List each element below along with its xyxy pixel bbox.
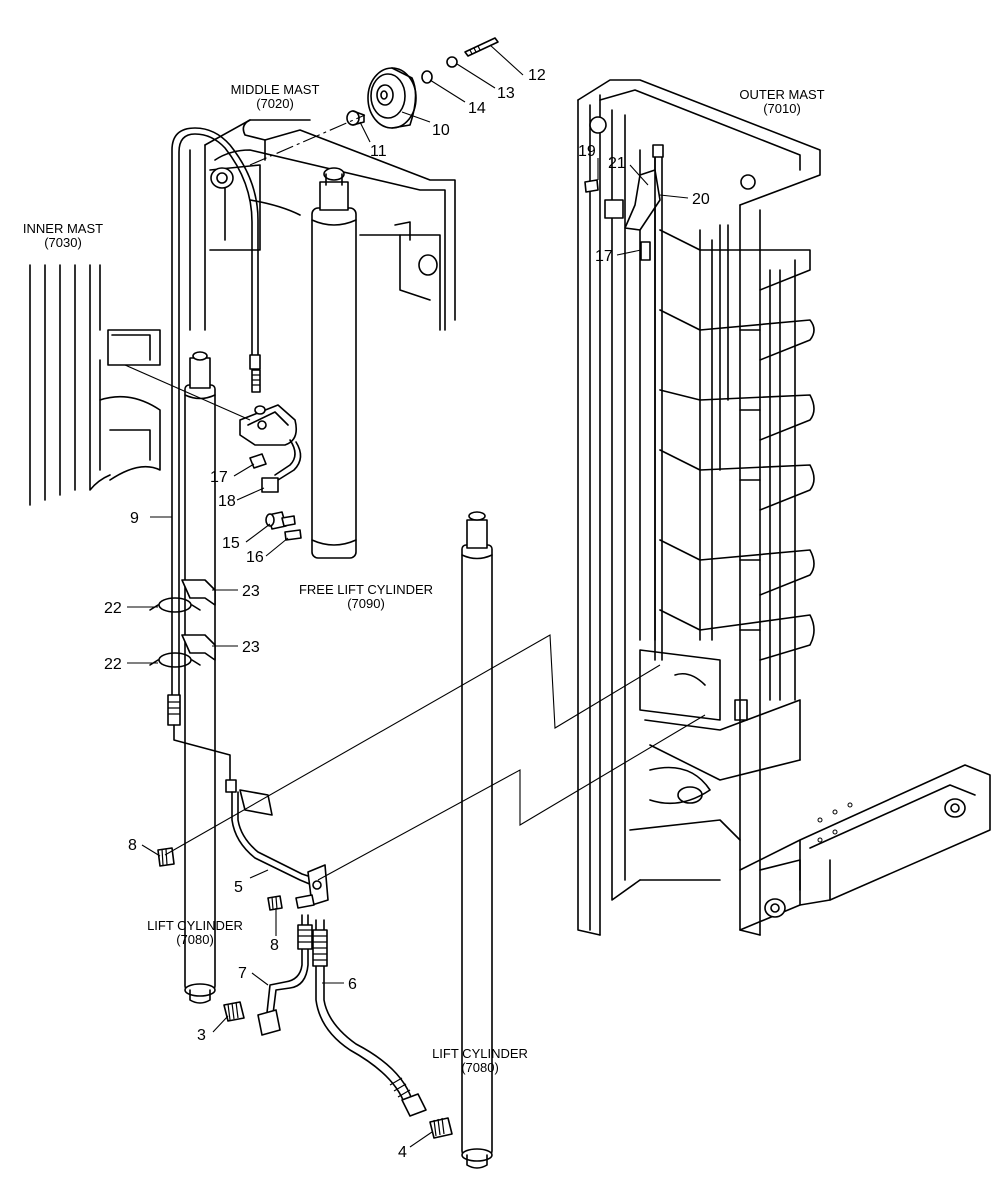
- pulley-nut: [446, 56, 458, 68]
- callout-18: 18: [218, 493, 236, 510]
- callout-17-left: 17: [210, 469, 228, 486]
- elbow-fitting-18: [261, 477, 279, 493]
- free-lift-cylinder: [311, 167, 357, 559]
- free-lift-cylinder-label: FREE LIFT CYLINDER: [299, 582, 433, 597]
- lower-hoses: [157, 789, 453, 1139]
- middle-mast: [189, 119, 456, 331]
- hose-9: [167, 127, 261, 793]
- callout-8-middle: 8: [270, 937, 279, 954]
- pulley-washer: [421, 70, 433, 84]
- callout-12: 12: [528, 67, 546, 84]
- middle-mast-code: (7020): [256, 96, 294, 111]
- callout-5: 5: [234, 879, 243, 896]
- outer-mast-label: OUTER MAST: [739, 87, 824, 102]
- callout-8-left: 8: [128, 837, 137, 854]
- lift-cylinder-right-code: (7080): [461, 1060, 499, 1075]
- callout-22-upper: 22: [104, 600, 122, 617]
- callout-20: 20: [692, 191, 710, 208]
- pulley-bolt: [464, 37, 499, 57]
- lift-cylinder-right: [461, 511, 493, 1169]
- callout-leaders: [127, 44, 689, 1148]
- fittings-15-16: [265, 511, 302, 541]
- outer-mast-code: (7010): [763, 101, 801, 116]
- callout-3: 3: [197, 1027, 206, 1044]
- callout-13: 13: [497, 85, 515, 102]
- lift-cylinder-left: [184, 351, 216, 1004]
- outer-mast-hose-bracket: [584, 144, 664, 661]
- outer-mast-cross-members: [659, 229, 815, 701]
- hose-bracket-upper: [239, 404, 302, 493]
- callout-15: 15: [222, 535, 240, 552]
- callout-17-right: 17: [595, 248, 613, 265]
- callout-19: 19: [578, 143, 596, 160]
- callout-7: 7: [238, 965, 247, 982]
- callout-11: 11: [370, 143, 387, 160]
- callout-21: 21: [608, 155, 626, 172]
- bolt-17-left: [249, 453, 267, 469]
- middle-mast-label: MIDDLE MAST: [231, 82, 320, 97]
- callout-6: 6: [348, 976, 357, 993]
- callout-9: 9: [130, 510, 139, 527]
- assembly-captions: MIDDLE MAST (7020) OUTER MAST (7010) INN…: [23, 82, 825, 1075]
- outer-mast: [577, 79, 991, 936]
- callout-22-lower: 22: [104, 656, 122, 673]
- lift-cylinder-left-label: LIFT CYLINDER: [147, 918, 243, 933]
- free-lift-cylinder-code: (7090): [347, 596, 385, 611]
- callout-numbers: 12 13 14 10 11 19 21 20 17 17 18 9 15 16…: [104, 67, 710, 1161]
- lift-cylinder-left-code: (7080): [176, 932, 214, 947]
- hose-clamps: [149, 579, 216, 668]
- callout-23-lower: 23: [242, 639, 260, 656]
- lift-cylinder-right-label: LIFT CYLINDER: [432, 1046, 528, 1061]
- callout-16: 16: [246, 549, 264, 566]
- inner-mast: [29, 264, 161, 506]
- assembly-connection-lines: [124, 364, 706, 881]
- inner-mast-label: INNER MAST: [23, 221, 103, 236]
- callout-4: 4: [398, 1144, 407, 1161]
- callout-10: 10: [432, 122, 450, 139]
- inner-mast-code: (7030): [44, 235, 82, 250]
- callout-14: 14: [468, 100, 486, 117]
- callout-23-upper: 23: [242, 583, 260, 600]
